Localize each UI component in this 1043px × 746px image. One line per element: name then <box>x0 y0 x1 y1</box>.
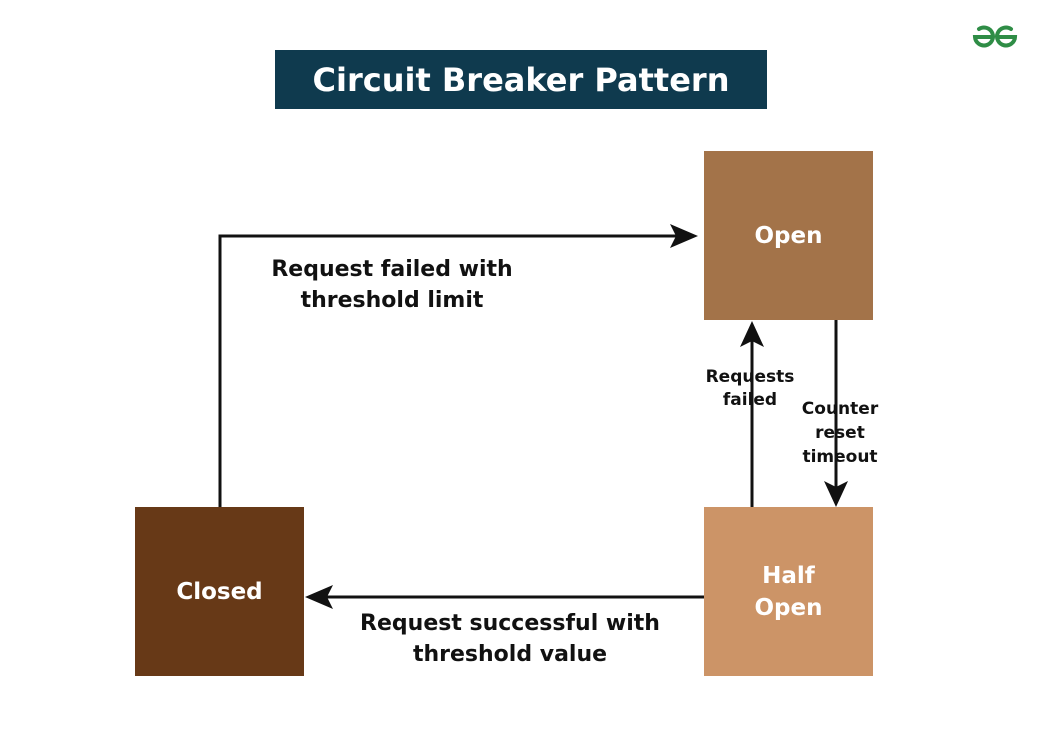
arrowhead-to-closed <box>305 585 333 609</box>
state-open-label: Open <box>754 222 823 249</box>
title-banner: Circuit Breaker Pattern <box>275 50 767 109</box>
arrowhead-up-to-open <box>740 321 764 347</box>
label-counter-reset-timeout: Counter reset timeout <box>801 399 879 467</box>
label-request-successful-threshold: Request successful with threshold value <box>360 611 660 667</box>
diagram-title: Circuit Breaker Pattern <box>312 60 730 99</box>
label-requests-failed: Requests failed <box>705 367 795 410</box>
state-open: Open <box>704 151 873 320</box>
state-closed-label: Closed <box>176 578 263 605</box>
arrowhead-to-open <box>670 224 698 248</box>
arrowhead-down-to-half-open <box>824 481 848 507</box>
geeksforgeeks-logo-icon <box>972 25 1018 48</box>
connector-closed-to-open <box>218 234 680 507</box>
state-half-open: Half Open <box>704 507 873 676</box>
state-half-open-label: Half Open <box>754 562 823 621</box>
state-closed: Closed <box>135 507 304 676</box>
label-request-failed-threshold: Request failed with threshold limit <box>271 257 513 313</box>
